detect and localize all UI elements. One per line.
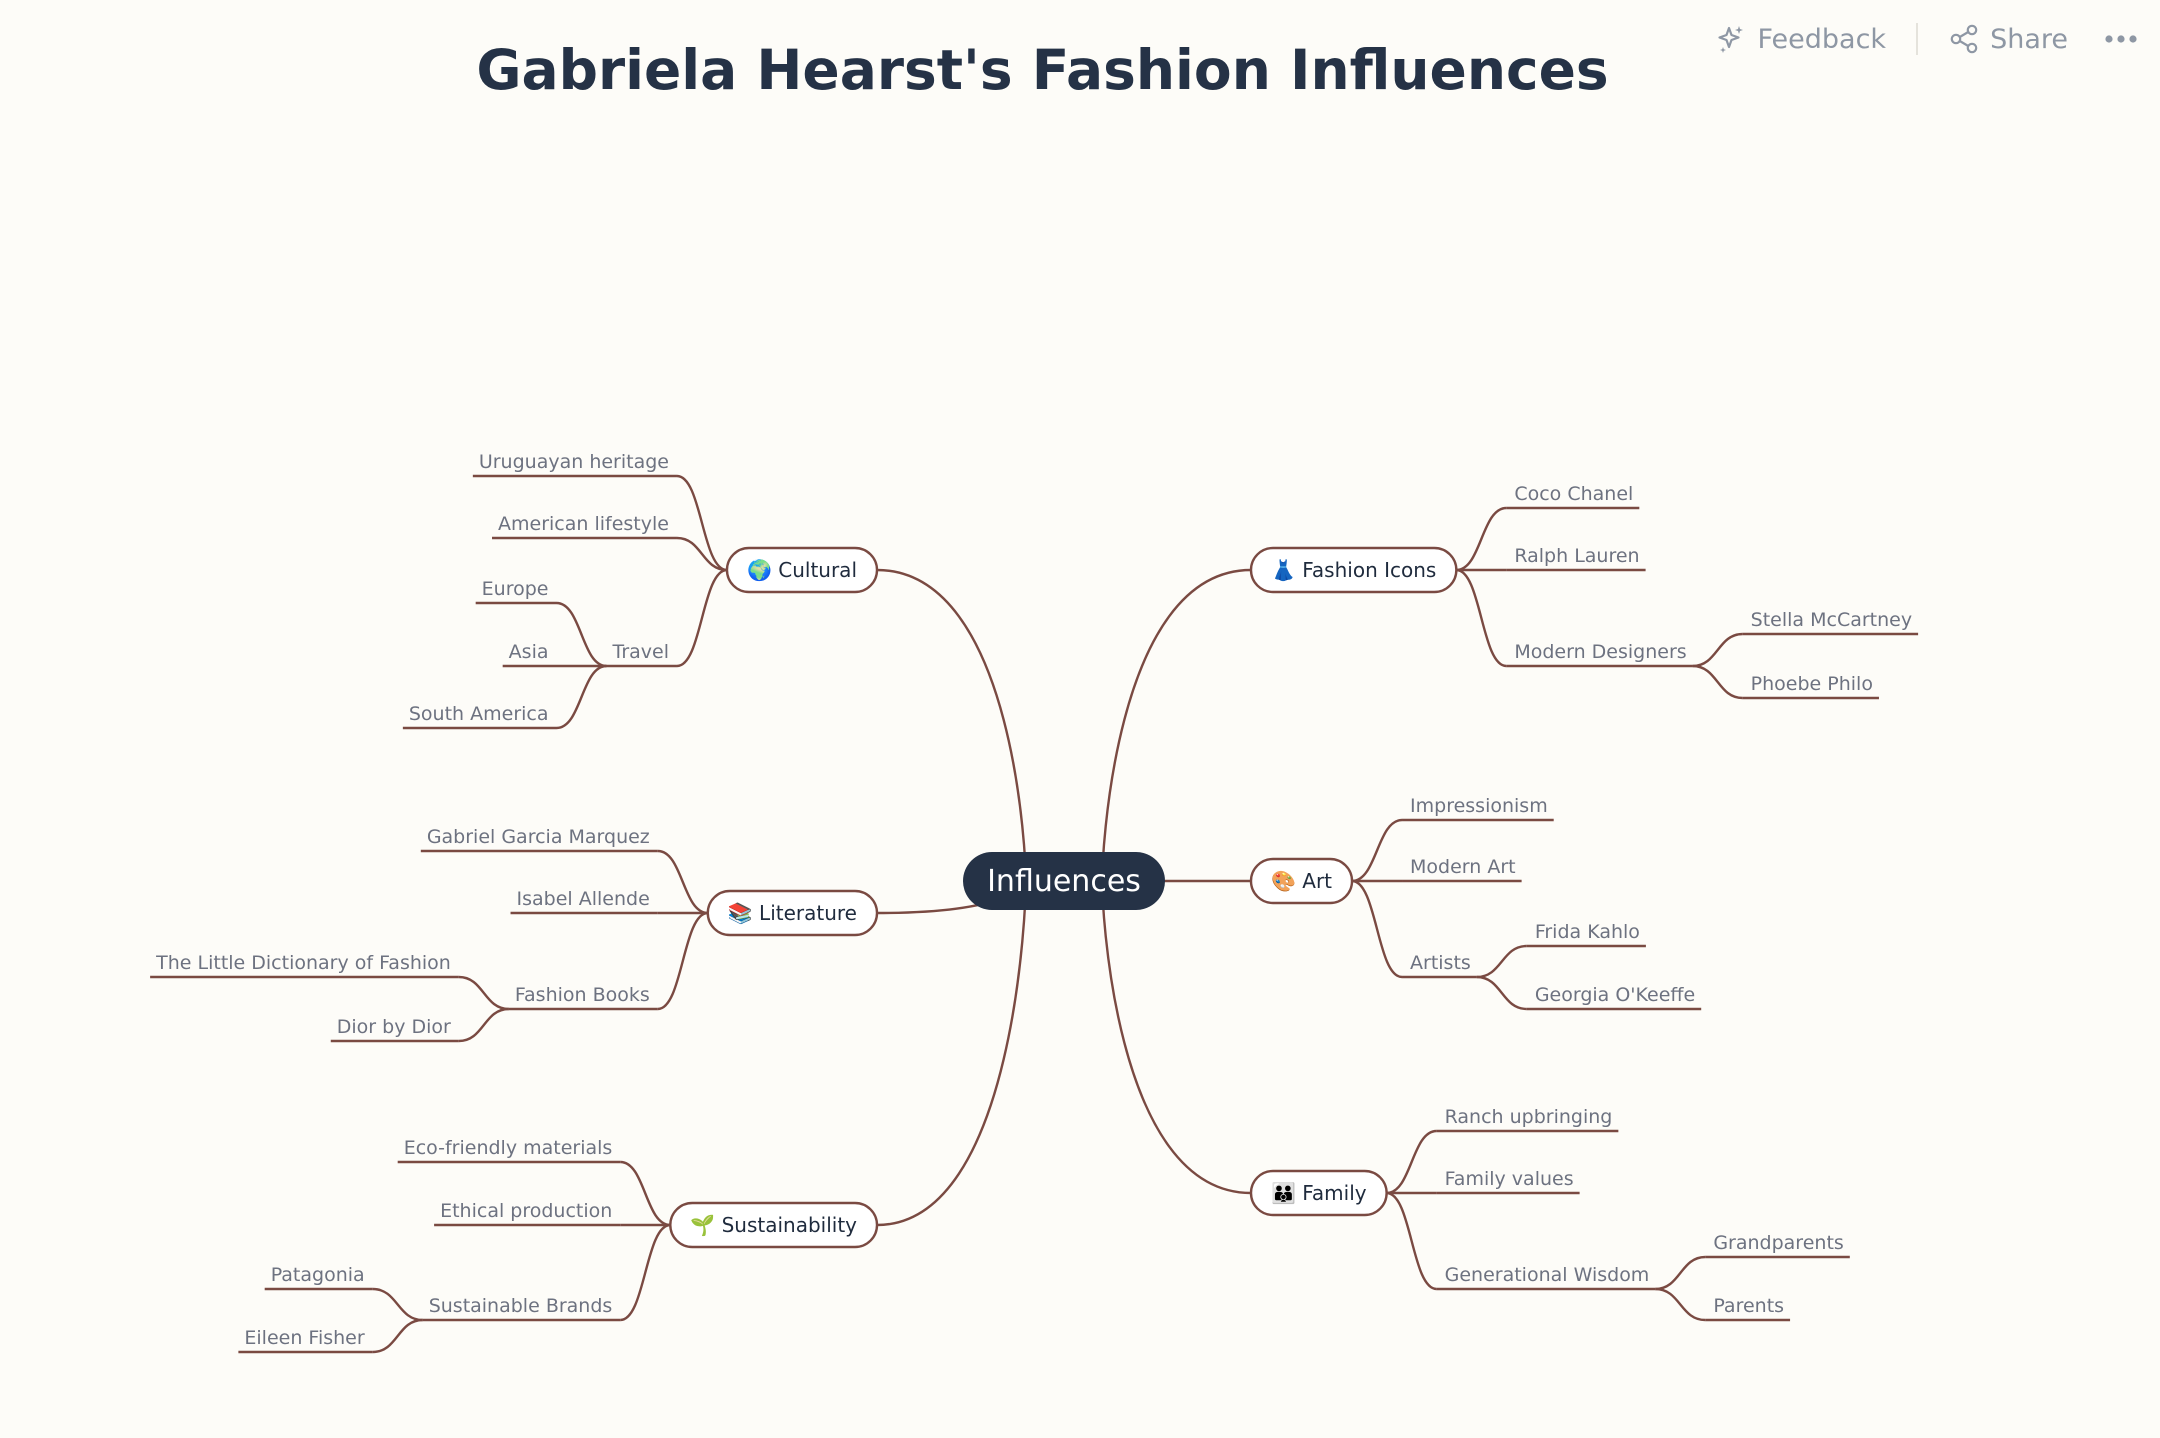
root-connector-cultural <box>876 568 1028 882</box>
node-gabriel-garcia-marquez[interactable]: Gabriel Garcia Marquez <box>427 826 650 848</box>
node-coco-chanel[interactable]: Coco Chanel <box>1514 483 1633 505</box>
branch-node-art[interactable]: 🎨 Art <box>1249 857 1354 905</box>
sub-connector-stella-mccartney <box>1692 632 1743 668</box>
node-artists[interactable]: Artists <box>1410 952 1471 974</box>
branch-label: 🌍 Cultural <box>747 558 857 582</box>
branch-connector-travel <box>676 568 728 668</box>
node-generational-wisdom[interactable]: Generational Wisdom <box>1445 1264 1650 1286</box>
branch-label: 📚 Literature <box>728 901 857 925</box>
share-icon <box>1950 24 1978 54</box>
node-eco-friendly-materials[interactable]: Eco-friendly materials <box>404 1137 613 1159</box>
sub-connector-grandparents <box>1655 1255 1706 1291</box>
node-ranch-upbringing[interactable]: Ranch upbringing <box>1445 1106 1613 1128</box>
branch-label: 👪 Family <box>1271 1181 1367 1205</box>
root-node[interactable]: Influences <box>963 852 1165 910</box>
node-ethical-production[interactable]: Ethical production <box>440 1200 612 1222</box>
branch-node-cultural[interactable]: 🌍 Cultural <box>725 546 879 594</box>
sub-connector-dior-by-dior <box>458 1007 509 1043</box>
branch-node-fashion-icons[interactable]: 👗 Fashion Icons <box>1249 546 1458 594</box>
node-family-values[interactable]: Family values <box>1445 1168 1574 1190</box>
node-travel[interactable]: Travel <box>612 641 669 663</box>
root-label: Influences <box>987 864 1141 899</box>
sub-connector-europe <box>556 601 607 668</box>
branch-connector-eco-friendly-materials <box>620 1160 671 1227</box>
node-eileen-fisher[interactable]: Eileen Fisher <box>244 1327 364 1349</box>
branch-connector-generational-wisdom <box>1386 1191 1437 1291</box>
branch-connector-gabriel-garcia-marquez <box>657 849 708 915</box>
node-grandparents[interactable]: Grandparents <box>1713 1232 1843 1254</box>
node-impressionism[interactable]: Impressionism <box>1410 795 1548 817</box>
branch-connector-modern-designers <box>1456 568 1507 668</box>
root-connector-sustainability <box>876 880 1028 1227</box>
share-label: Share <box>1990 23 2068 55</box>
branch-connector-american-lifestyle <box>676 536 728 572</box>
more-options-button[interactable] <box>2104 34 2138 44</box>
node-phoebe-philo[interactable]: Phoebe Philo <box>1751 673 1873 695</box>
share-button[interactable]: Share <box>1948 23 2068 55</box>
node-modern-art[interactable]: Modern Art <box>1410 856 1516 878</box>
branch-node-family[interactable]: 👪 Family <box>1249 1169 1388 1217</box>
node-asia[interactable]: Asia <box>509 641 549 663</box>
node-patagonia[interactable]: Patagonia <box>271 1264 365 1286</box>
node-georgia-o-keeffe[interactable]: Georgia O'Keeffe <box>1535 984 1695 1006</box>
branch-connector-coco-chanel <box>1456 506 1507 572</box>
node-isabel-allende[interactable]: Isabel Allende <box>517 888 650 910</box>
sub-connector-georgia-o-keeffe <box>1476 975 1527 1011</box>
branch-connector-sustainable-brands <box>620 1223 671 1322</box>
branch-connector-uruguayan-heritage <box>676 474 728 572</box>
node-sustainable-brands[interactable]: Sustainable Brands <box>429 1295 613 1317</box>
branch-label: 👗 Fashion Icons <box>1271 558 1436 582</box>
branch-connector-artists <box>1351 879 1403 979</box>
node-parents[interactable]: Parents <box>1713 1295 1784 1317</box>
sub-connector-frida-kahlo <box>1476 944 1527 979</box>
sparkle-icon <box>1718 26 1744 53</box>
feedback-button[interactable]: Feedback <box>1715 23 1886 55</box>
sub-connector-eileen-fisher <box>372 1318 423 1354</box>
branch-node-sustainability[interactable]: 🌱 Sustainability <box>669 1201 879 1249</box>
feedback-label: Feedback <box>1757 23 1887 55</box>
branch-connector-impressionism <box>1351 818 1403 883</box>
node-stella-mccartney[interactable]: Stella McCartney <box>1751 609 1912 631</box>
branch-connector-ranch-upbringing <box>1386 1129 1437 1195</box>
node-europe[interactable]: Europe <box>482 578 549 600</box>
node-fashion-books[interactable]: Fashion Books <box>515 984 650 1006</box>
branch-node-literature[interactable]: 📚 Literature <box>706 889 879 937</box>
sub-connector-the-little-dictionary-of-fashion <box>458 975 509 1011</box>
page-title: Gabriela Hearst's Fashion Influences <box>476 38 1609 102</box>
node-modern-designers[interactable]: Modern Designers <box>1514 641 1686 663</box>
node-south-america[interactable]: South America <box>409 703 549 725</box>
root-connector-family <box>1100 880 1252 1195</box>
toolbar: Feedback Share <box>1715 14 2160 64</box>
branch-label: 🌱 Sustainability <box>690 1213 857 1237</box>
node-the-little-dictionary-of-fashion[interactable]: The Little Dictionary of Fashion <box>155 952 451 974</box>
node-frida-kahlo[interactable]: Frida Kahlo <box>1535 921 1640 943</box>
node-dior-by-dior[interactable]: Dior by Dior <box>337 1016 451 1038</box>
toolbar-divider <box>1916 23 1919 55</box>
sub-connector-south-america <box>556 664 607 730</box>
sub-connector-patagonia <box>372 1287 423 1322</box>
root-connector-fashion-icons <box>1100 568 1252 882</box>
branch-connector-fashion-books <box>657 911 709 1011</box>
more-dots-icon <box>2105 35 2137 43</box>
sub-connector-parents <box>1655 1287 1706 1322</box>
node-american-lifestyle[interactable]: American lifestyle <box>498 513 669 535</box>
sub-connector-phoebe-philo <box>1692 664 1743 700</box>
node-ralph-lauren[interactable]: Ralph Lauren <box>1514 545 1639 567</box>
branch-label: 🎨 Art <box>1271 869 1332 893</box>
node-uruguayan-heritage[interactable]: Uruguayan heritage <box>479 451 669 473</box>
